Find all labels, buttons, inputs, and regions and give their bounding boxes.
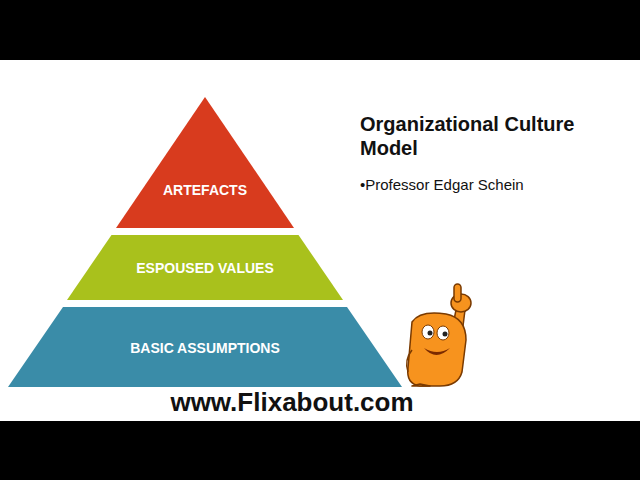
values-band: ESPOUSED VALUES xyxy=(67,235,343,300)
band-label: ARTEFACTS xyxy=(163,182,247,198)
band-label: BASIC ASSUMPTIONS xyxy=(130,340,280,356)
top-bar xyxy=(0,0,640,60)
bottom-bar xyxy=(0,421,640,480)
diagram-title: Organizational Culture Model xyxy=(360,112,630,160)
author-note: •Professor Edgar Schein xyxy=(360,176,630,194)
assumptions-band: BASIC ASSUMPTIONS xyxy=(8,307,402,387)
watermark: www.Flixabout.com xyxy=(90,387,494,418)
artefacts-band: ARTEFACTS xyxy=(116,97,294,228)
band-label: ESPOUSED VALUES xyxy=(136,260,273,276)
band-shape xyxy=(116,97,294,228)
